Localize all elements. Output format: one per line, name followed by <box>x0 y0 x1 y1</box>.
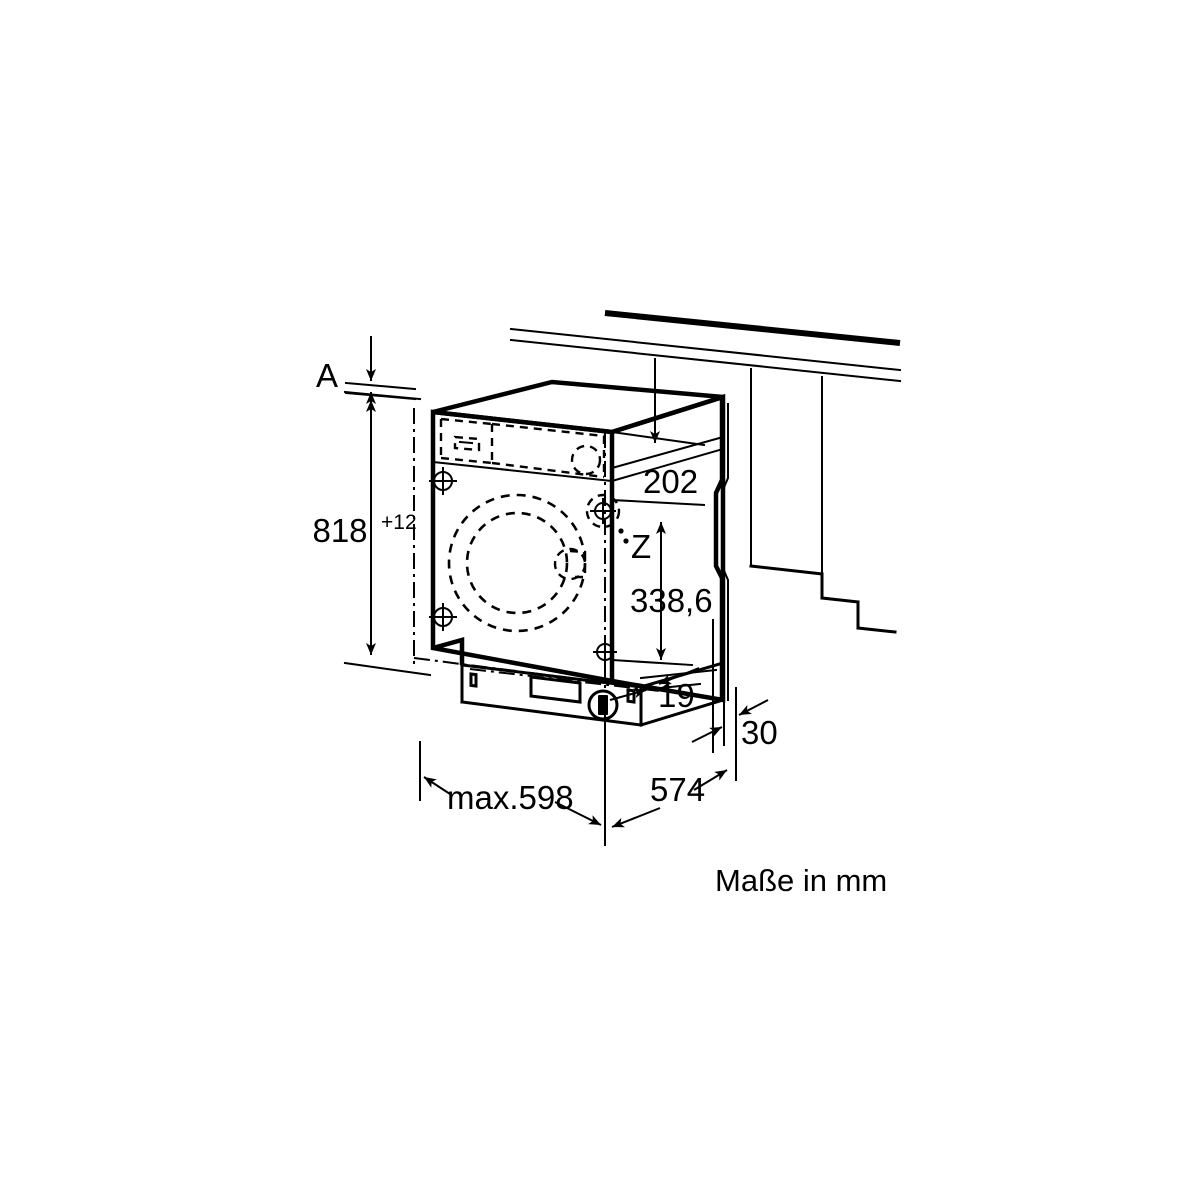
control-panel-side-line <box>610 447 725 483</box>
plinth-top-left <box>432 637 465 665</box>
plinth-centerline-h <box>413 657 642 688</box>
dim-30-arrow-right <box>738 699 769 716</box>
dim-818-ext-bottom <box>343 661 432 677</box>
plinth-centerline-h2 <box>469 668 661 692</box>
dim-202-ext-bottom <box>610 498 706 507</box>
panel-dash-bottom-1 <box>440 456 493 465</box>
panel-dash-top-1 <box>440 417 493 426</box>
dimension-max598-group: max.598 <box>419 699 606 846</box>
dim-598-arrow-left <box>423 776 451 795</box>
dimension-574-group: 574 <box>611 769 728 828</box>
pump-cap-handle <box>598 695 608 715</box>
dim-818-superscript: +12 <box>381 511 417 534</box>
plinth-flap-panel <box>529 675 582 704</box>
worktop-line-lower <box>509 338 902 383</box>
z-reference-group: Z <box>618 528 651 565</box>
dim-3386-ext-bottom <box>610 658 694 667</box>
appliance-right-face <box>611 393 726 703</box>
dimension-202-group: 202 <box>610 420 706 507</box>
control-panel-bottom-line <box>431 460 614 483</box>
control-panel-side-line-2 <box>610 435 725 470</box>
plinth-front-bottom <box>460 700 643 727</box>
z-label: Z <box>631 528 651 565</box>
door-handle-notch <box>569 549 587 579</box>
dimension-818-group: 818 +12 <box>312 390 432 677</box>
z-dot-1 <box>618 528 624 534</box>
door-handle-circle <box>553 547 587 581</box>
z-dot-2 <box>623 538 629 544</box>
plinth-bottom-right <box>639 698 725 727</box>
dim-598-value: max.598 <box>447 779 574 816</box>
dim-202-ext-top <box>610 430 706 447</box>
cabinet-shelf-edge-1 <box>749 564 824 576</box>
dim-a-ext-upper <box>344 381 417 391</box>
hinge-marker-lower <box>429 603 457 631</box>
dim-a-label: A <box>316 357 338 394</box>
dim-19-ext-1 <box>639 668 718 680</box>
panel-dash-top-2 <box>491 422 605 438</box>
dim-574-arrow-right <box>693 769 728 791</box>
dim-19-arrow-left <box>658 667 700 685</box>
dim-574-value: 574 <box>650 771 705 808</box>
hinge-marker-right <box>585 493 621 529</box>
dim-19-arrow-right <box>609 688 647 701</box>
cabinet-shelf-edge-2 <box>820 596 860 604</box>
panel-display-mark <box>458 440 474 445</box>
dim-574-arrow-left <box>611 807 661 828</box>
dimension-30-group: 30 <box>691 687 778 781</box>
dim-30-arrow-left <box>691 726 723 743</box>
dim-19-value: 19 <box>658 677 695 714</box>
cabinet-shelf-edge-3 <box>856 626 897 634</box>
dim-3386-value: 338,6 <box>630 582 713 619</box>
panel-display-dash <box>453 435 481 452</box>
hinge-marker-upper <box>429 467 457 495</box>
panel-dash-bottom-2 <box>491 461 605 479</box>
dimension-19-group: 19 <box>609 667 718 714</box>
dimension-3386-group: 338,6 <box>610 522 713 667</box>
dim-30-value: 30 <box>741 714 778 751</box>
dim-19-ext-2 <box>639 682 702 692</box>
dim-598-arrow-right <box>554 801 602 826</box>
door-outer-circle <box>447 493 587 633</box>
door-inner-circle <box>465 511 569 615</box>
dim-818-ext-top <box>343 390 422 401</box>
unit-note: Maße in mm <box>715 863 887 898</box>
worktop-line-upper <box>509 327 902 372</box>
panel-knob-dash <box>570 444 602 476</box>
worktop-top-edge <box>604 310 901 346</box>
plinth-latch <box>626 688 636 704</box>
dim-818-value: 818 <box>312 512 367 549</box>
construction-lines-group <box>413 408 606 690</box>
dim-202-value: 202 <box>643 463 698 500</box>
plinth-slot <box>469 672 478 688</box>
